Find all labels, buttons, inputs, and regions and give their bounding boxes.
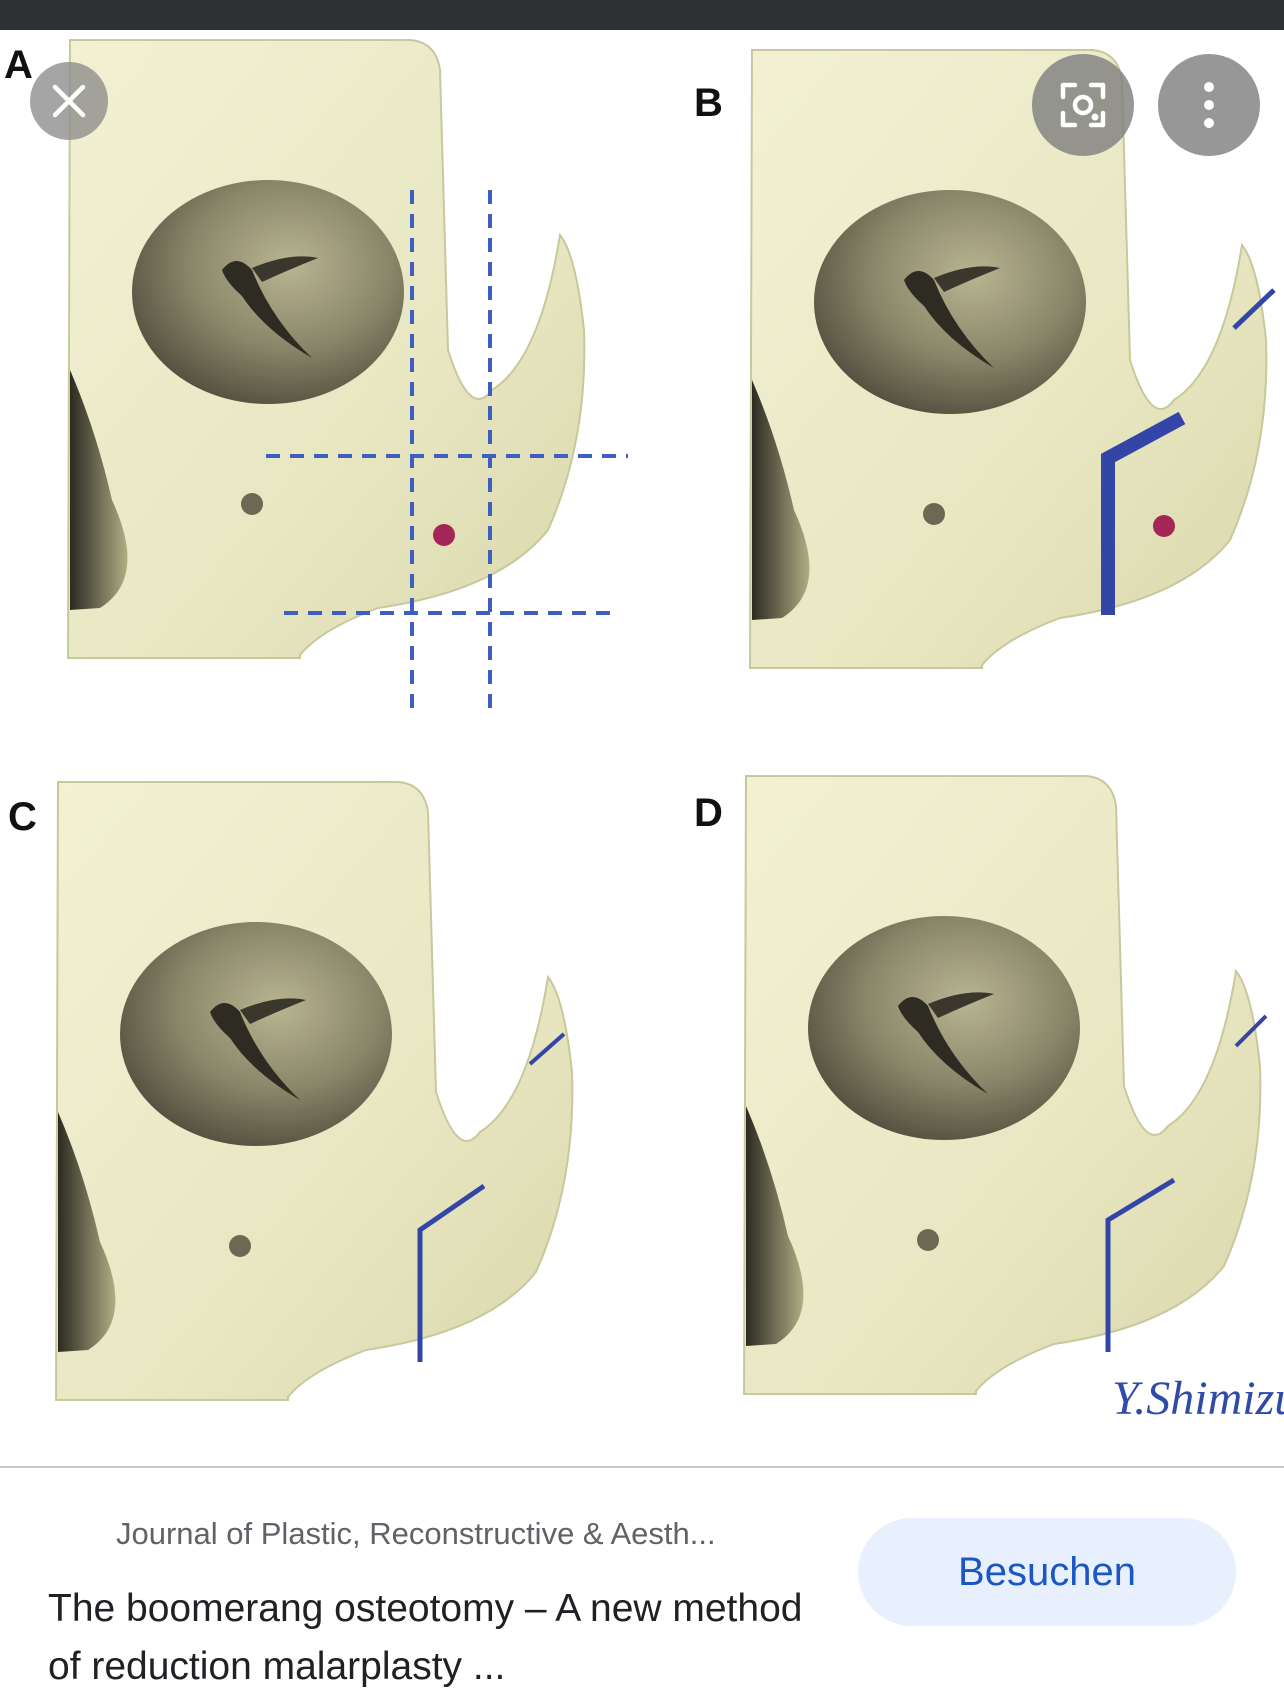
signature: Y.Shimizu [1112,1372,1284,1425]
panel-c-label: C [8,795,37,839]
google-lens-icon [1060,82,1106,128]
close-button[interactable] [30,62,108,140]
panel-a-label: A [4,43,33,87]
close-icon [52,84,86,118]
google-lens-button[interactable] [1032,54,1134,156]
figure-svg: A B C D Y.Shimizu [4,39,1284,1425]
more-vertical-icon [1204,82,1214,128]
result-source[interactable]: Journal of Plastic, Reconstructive & Aes… [116,1516,716,1551]
figure-image[interactable]: A B C D Y.Shimizu [0,30,1284,1466]
panel-b-label: B [694,81,723,125]
visit-button[interactable]: Besuchen [858,1518,1236,1626]
more-options-button[interactable] [1158,54,1260,156]
panel-d-label: D [694,791,723,835]
panel-a-illustration [67,39,628,710]
panel-c-illustration [55,781,574,1401]
panel-d-illustration [743,775,1268,1395]
divider [0,1466,1284,1468]
top-bar [0,0,1284,30]
panel-b-illustration [749,49,1276,669]
result-title[interactable]: The boomerang osteotomy – A new method o… [48,1587,803,1688]
